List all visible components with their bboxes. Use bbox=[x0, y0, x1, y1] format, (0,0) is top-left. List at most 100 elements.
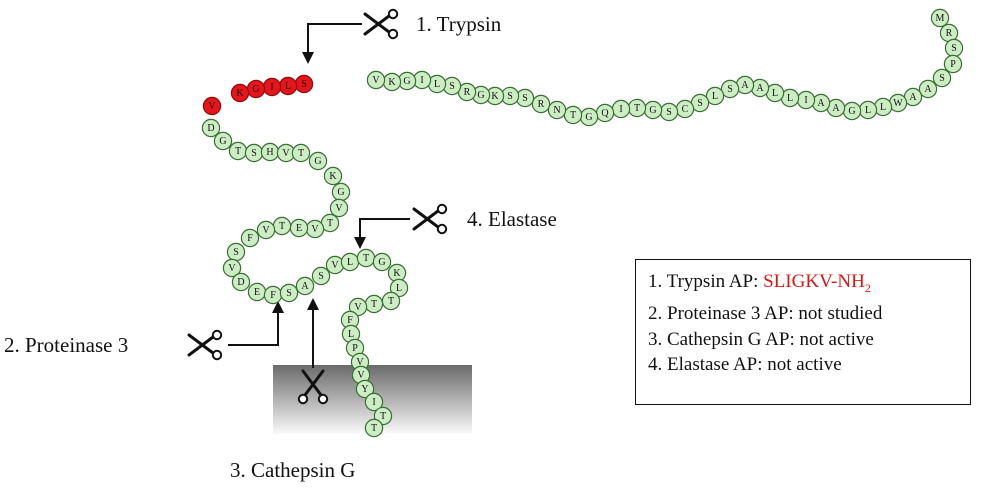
residue-letter: V bbox=[356, 357, 364, 368]
residue-circle bbox=[256, 220, 276, 240]
residue-circle bbox=[231, 272, 251, 292]
residue-letter: S bbox=[318, 271, 324, 282]
residue-activating-peptide: G bbox=[246, 79, 266, 99]
elastase-label: 4. Elastase bbox=[467, 207, 557, 231]
residue-letter: L bbox=[787, 93, 793, 104]
residue-letter: G bbox=[378, 257, 385, 268]
residue-activating-peptide: S bbox=[294, 74, 314, 94]
residue-letter: M bbox=[936, 13, 945, 24]
residue-letter: L bbox=[285, 81, 291, 92]
residue-letter: L bbox=[772, 88, 778, 99]
residue-letter: V bbox=[354, 302, 362, 313]
residue-letter: A bbox=[756, 83, 764, 94]
residue-letter: C bbox=[682, 104, 689, 115]
residue-letter: L bbox=[712, 91, 718, 102]
residue: V bbox=[366, 70, 386, 90]
residue: G bbox=[397, 71, 417, 91]
trypsin-arrow bbox=[307, 23, 362, 55]
residue-activating-peptide: L bbox=[278, 76, 298, 96]
residue: T bbox=[272, 216, 292, 236]
residue: F bbox=[240, 228, 260, 248]
residue-letter: G bbox=[403, 76, 410, 87]
residue-letter: I bbox=[270, 82, 273, 93]
legend-item-trypsin-label: 1. Trypsin AP: bbox=[648, 271, 764, 292]
residue-letter: S bbox=[666, 107, 672, 118]
cathepsin-label: 3. Cathepsin G bbox=[230, 458, 355, 482]
residue: W bbox=[888, 93, 908, 113]
residue-letter: V bbox=[311, 224, 319, 235]
residue-circle bbox=[311, 266, 331, 286]
residue-letter: Q bbox=[601, 108, 609, 119]
residue: I bbox=[611, 99, 631, 119]
scissors-icon bbox=[363, 8, 399, 40]
residue-circle bbox=[930, 8, 950, 28]
residue-circle bbox=[918, 79, 938, 99]
residue-circle bbox=[531, 94, 551, 114]
residue-letter: E bbox=[296, 223, 302, 234]
residue-letter: A bbox=[832, 103, 840, 114]
residue: K bbox=[485, 86, 505, 106]
residue: P bbox=[345, 338, 365, 358]
residue-letter: T bbox=[298, 148, 304, 159]
residue: L bbox=[765, 83, 785, 103]
residue: K bbox=[382, 72, 402, 92]
residue-letter: T bbox=[380, 411, 386, 422]
residue-letter: V bbox=[208, 101, 216, 112]
residue: G bbox=[213, 131, 233, 151]
residue: S bbox=[720, 79, 740, 99]
residue-letter: G bbox=[314, 156, 321, 167]
residue: V bbox=[222, 258, 242, 278]
residue-letter: A bbox=[924, 84, 932, 95]
residue-letter: T bbox=[279, 221, 285, 232]
residue: A bbox=[918, 79, 938, 99]
residue-letter: H bbox=[266, 147, 273, 158]
residue: K bbox=[387, 263, 407, 283]
residue-circle bbox=[547, 100, 567, 120]
residue: S bbox=[442, 76, 462, 96]
residue: S bbox=[226, 242, 246, 262]
residue: S bbox=[515, 88, 535, 108]
residue: S bbox=[279, 283, 299, 303]
residue: K bbox=[323, 166, 343, 186]
residue-letter: S bbox=[697, 98, 703, 109]
residue: G bbox=[643, 100, 663, 120]
proteinase-arrow bbox=[228, 310, 279, 346]
residue-activating-peptide: V bbox=[202, 96, 222, 116]
residue: L bbox=[780, 88, 800, 108]
residue-letter: S bbox=[951, 43, 957, 54]
residue-letter: L bbox=[347, 257, 353, 268]
residue: N bbox=[547, 100, 567, 120]
residue-circle bbox=[291, 143, 311, 163]
residue: H bbox=[260, 142, 280, 162]
residue-letter: S bbox=[727, 84, 733, 95]
residue-letter: L bbox=[434, 79, 440, 90]
residue-circle bbox=[364, 418, 384, 438]
residue-circle bbox=[201, 118, 221, 138]
residue-letter: S bbox=[251, 148, 257, 159]
residue-letter: V bbox=[262, 225, 270, 236]
residue: G bbox=[331, 182, 351, 202]
residue-letter: A bbox=[817, 98, 825, 109]
residue-letter: L bbox=[880, 102, 886, 113]
residue-circle bbox=[240, 228, 260, 248]
elastase-arrow bbox=[359, 218, 410, 240]
residue-letter: R bbox=[464, 87, 471, 98]
residue-letter: W bbox=[893, 98, 903, 109]
residue-letter: P bbox=[950, 59, 956, 70]
legend-item-cathepsin: 3. Cathepsin G AP: not active bbox=[648, 328, 874, 350]
residue-circle bbox=[932, 68, 952, 88]
residue: G bbox=[372, 252, 392, 272]
residue: A bbox=[735, 75, 755, 95]
residue: S bbox=[659, 102, 679, 122]
residue: I bbox=[796, 90, 816, 110]
residue: Q bbox=[595, 103, 615, 123]
scissors-icon bbox=[412, 203, 448, 235]
residue-letter: V bbox=[357, 370, 365, 381]
residue: Y bbox=[355, 379, 375, 399]
residue-circle bbox=[329, 198, 349, 218]
residue-letter: S bbox=[233, 247, 239, 258]
residue-letter: G bbox=[477, 90, 484, 101]
residue: I bbox=[364, 392, 384, 412]
residue-letter: T bbox=[388, 296, 394, 307]
